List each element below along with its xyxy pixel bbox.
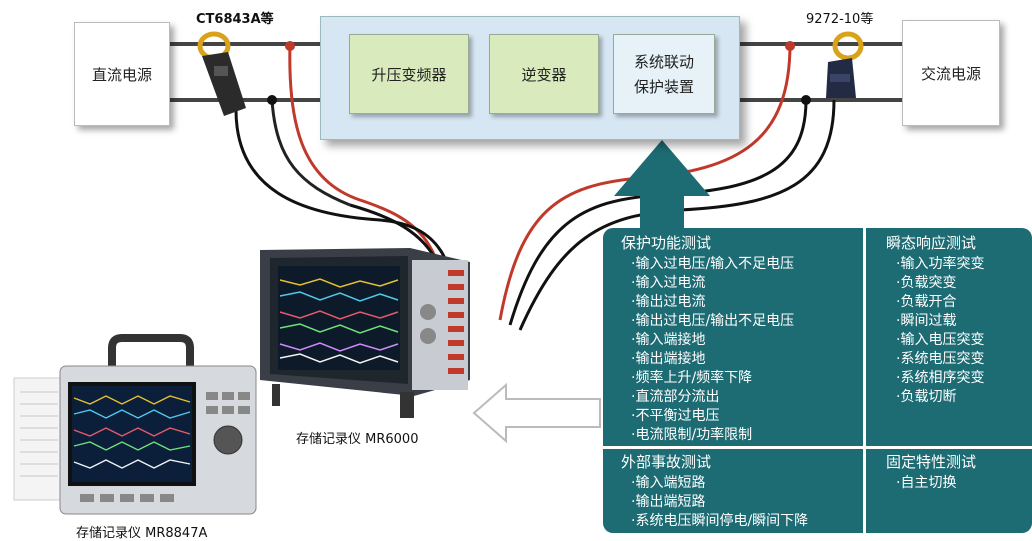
left-voltage-lead-neg <box>270 99 351 207</box>
protection-test-item: ·输出端接地 <box>631 351 706 367</box>
protection-device-label-1: 系统联动 <box>633 53 694 71</box>
external-fault-tests-panel: 外部事故测试 ·输入端短路 ·输出端短路 ·系统电压瞬间停电/瞬间下降 <box>603 449 863 533</box>
external-fault-test-item: ·输出端短路 <box>631 494 706 510</box>
right-red-clip <box>785 41 795 51</box>
mr8847a-caption: 存储记录仪 MR8847A <box>76 526 208 541</box>
ac-source-label: 交流电源 <box>920 64 981 83</box>
boost-converter-label: 升压变频器 <box>371 65 447 84</box>
inverter-box: 逆变器 <box>489 34 599 114</box>
right-black-clip <box>801 95 811 105</box>
protection-test-item: ·输入端接地 <box>631 332 706 348</box>
up-arrow <box>614 140 710 240</box>
mr6000-recorder <box>260 248 470 418</box>
system-box: 升压变频器 逆变器 系统联动 保护装置 <box>320 16 740 140</box>
transient-tests-title: 瞬态响应测试 <box>886 234 977 252</box>
transient-test-item: ·负载突变 <box>896 275 957 291</box>
protection-test-item: ·输出过电压/输出不足电压 <box>631 313 795 329</box>
transient-test-item: ·系统电压突变 <box>896 351 985 367</box>
protection-test-item: ·频率上升/频率下降 <box>631 370 753 386</box>
inverter-label: 逆变器 <box>521 65 567 84</box>
protection-tests-panel: 保护功能测试 ·输入过电压/输入不足电压 ·输入过电流 ·输出过电流 ·输出过电… <box>603 228 863 446</box>
fixed-test-item: ·自主切换 <box>896 475 957 491</box>
protection-test-item: ·电流限制/功率限制 <box>631 427 753 443</box>
protection-device-box: 系统联动 保护装置 <box>613 34 715 114</box>
external-fault-tests-title: 外部事故测试 <box>621 453 712 471</box>
mr8847a-recorder <box>13 334 257 515</box>
left-red-clip <box>285 41 295 51</box>
protection-test-item: ·不平衡过电压 <box>631 408 720 424</box>
transient-tests-panel: 瞬态响应测试 ·输入功率突变 ·负载突变 ·负载开合 ·瞬间过载 ·输入电压突变… <box>866 228 1032 446</box>
protection-test-item: ·直流部分流出 <box>631 389 720 405</box>
transient-test-item: ·负载开合 <box>896 294 957 310</box>
dc-source-box: 直流电源 <box>74 22 170 126</box>
left-hollow-arrow <box>472 382 601 444</box>
transient-test-item: ·瞬间过载 <box>896 313 957 329</box>
protection-tests-title: 保护功能测试 <box>621 234 712 252</box>
external-fault-test-item: ·系统电压瞬间停电/瞬间下降 <box>631 513 809 529</box>
left-clamp-probe <box>197 31 246 116</box>
fixed-tests-title: 固定特性测试 <box>886 453 977 471</box>
mr6000-caption: 存储记录仪 MR6000 <box>296 432 419 447</box>
protection-device-label-2: 保护装置 <box>633 78 694 96</box>
left-black-clip <box>267 95 277 105</box>
boost-converter-box: 升压变频器 <box>349 34 469 114</box>
dc-source-label: 直流电源 <box>91 65 152 84</box>
left-probe-label: CT6843A等 <box>196 12 274 27</box>
protection-test-item: ·输入过电压/输入不足电压 <box>631 256 795 272</box>
protection-test-item: ·输入过电流 <box>631 275 706 291</box>
transient-test-item: ·输入功率突变 <box>896 256 985 272</box>
external-fault-test-item: ·输入端短路 <box>631 475 706 491</box>
transient-test-item: ·系统相序突变 <box>896 370 985 386</box>
fixed-tests-panel: 固定特性测试 ·自主切换 <box>866 449 1032 533</box>
transient-test-item: ·负载切断 <box>896 389 957 405</box>
right-clamp-probe <box>826 31 864 98</box>
protection-test-item: ·输出过电流 <box>631 294 706 310</box>
right-probe-label: 9272-10等 <box>806 12 874 27</box>
ac-source-box: 交流电源 <box>902 20 1000 126</box>
transient-test-item: ·输入电压突变 <box>896 332 985 348</box>
